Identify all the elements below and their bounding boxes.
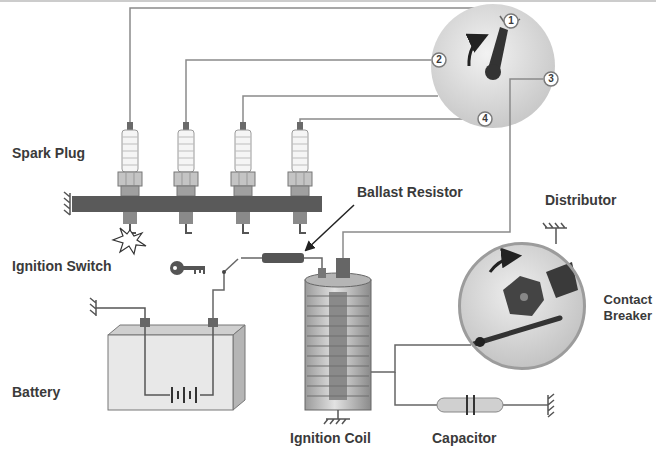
contact-breaker-circle: Contact Breaker: [458, 242, 586, 370]
ignition-key: [170, 261, 205, 275]
part-label: Ballast Resistor: [357, 184, 463, 201]
spark: [113, 228, 146, 254]
terminal-number: 1: [503, 13, 519, 29]
terminal-circle: [544, 72, 558, 86]
part-label: Distributor: [545, 192, 617, 209]
circle-outline: [430, 3, 556, 129]
contact-breaker-body: [460, 244, 584, 368]
spark-plug: [174, 122, 198, 233]
callout-number: 4: [482, 113, 488, 125]
callout-number: 3: [548, 73, 554, 85]
part-label: Capacitor: [432, 430, 497, 447]
part-label: Ignition Switch: [12, 258, 112, 275]
ground-symbol: [64, 192, 70, 215]
ground-symbol: [543, 223, 567, 244]
resistor-symbol: [262, 253, 304, 263]
spark-plug: [288, 122, 312, 233]
frame-line: [0, 1, 656, 2]
terminal-number: 4: [477, 111, 493, 127]
terminal-circle: [432, 53, 446, 67]
terminal-number: 2: [431, 52, 447, 68]
coil-ht-lead: [343, 79, 543, 258]
switch-contact: [222, 270, 226, 274]
part-label: Spark Plug: [12, 145, 85, 162]
distributor-body: [431, 4, 555, 128]
circle-outline: [458, 242, 586, 370]
callout-number: 2: [436, 54, 442, 66]
ground-symbol: [548, 394, 554, 417]
spark-plug: [118, 122, 142, 233]
ground-symbol: [324, 410, 350, 424]
part-label: Ignition Coil: [290, 430, 371, 447]
rotor: [469, 15, 520, 80]
leader-arrow: [306, 205, 354, 250]
battery: [108, 318, 245, 410]
terminal-circle: [478, 112, 492, 126]
part-label: Battery: [12, 384, 60, 401]
terminal-number: 3: [543, 71, 559, 87]
part-label: Contact Breaker: [592, 292, 652, 323]
spark-plug: [231, 122, 255, 233]
distributor-circle: 1234Distributor: [430, 3, 556, 129]
ground-symbol: [90, 298, 145, 318]
cylinder-head: [72, 196, 322, 212]
contact-breaker-parts: [474, 256, 578, 347]
capacitor-symbol: [437, 395, 503, 415]
terminal-circle: [504, 14, 518, 28]
circle-outline: [460, 244, 585, 369]
callout-number: 1: [508, 15, 514, 27]
ignition-coil: [305, 258, 371, 410]
